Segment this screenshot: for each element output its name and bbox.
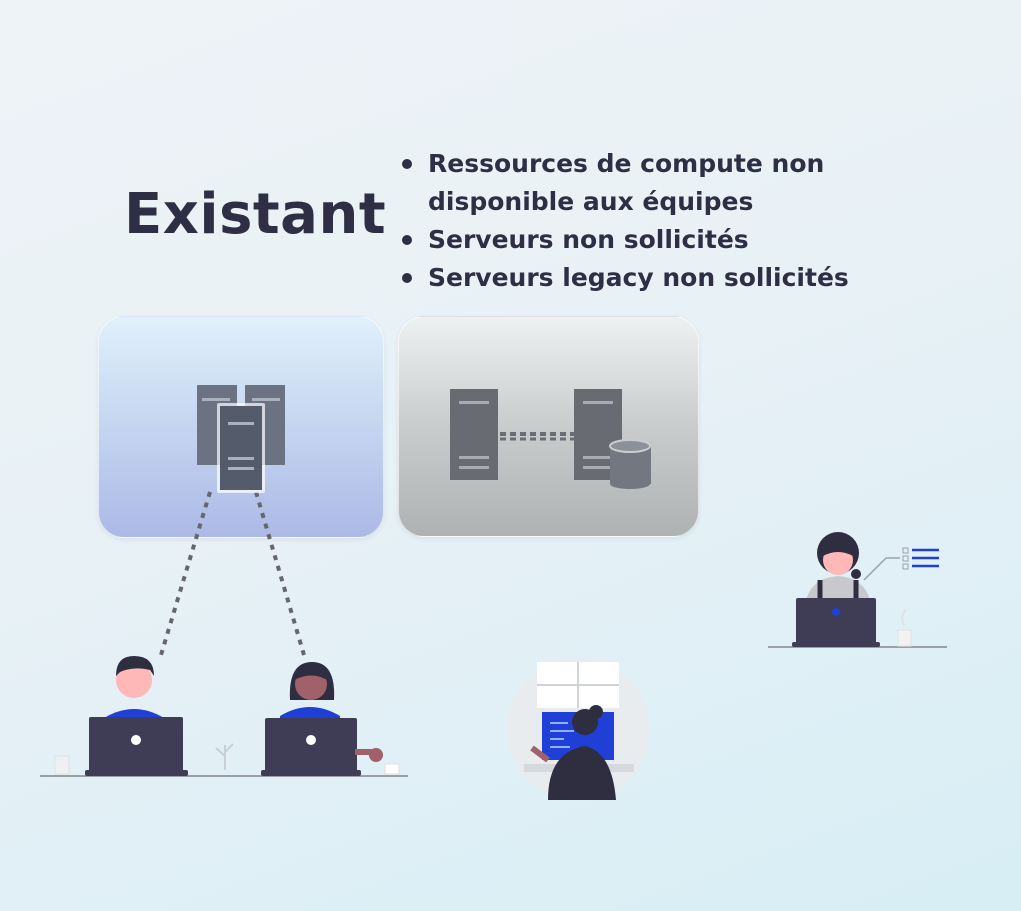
checklist-icon: [902, 547, 939, 570]
bullet-item: Serveurs non sollicités: [400, 221, 920, 259]
developer-illustration: [507, 658, 649, 800]
bullet-item: Ressources de compute non disponible aux…: [400, 145, 920, 221]
server-icon: [450, 389, 498, 480]
bullet-list: Ressources de compute non disponible aux…: [400, 145, 920, 297]
server-cluster-icon: [197, 385, 285, 493]
page-title: Existant: [124, 182, 387, 247]
users-at-laptops: [40, 656, 408, 777]
bullet-item: Serveurs legacy non sollicités: [400, 259, 920, 297]
database-server-icon: [574, 389, 651, 489]
legacy-servers-card: [398, 316, 699, 537]
connection-lines: [159, 491, 306, 656]
analyst-illustration: [768, 532, 947, 648]
